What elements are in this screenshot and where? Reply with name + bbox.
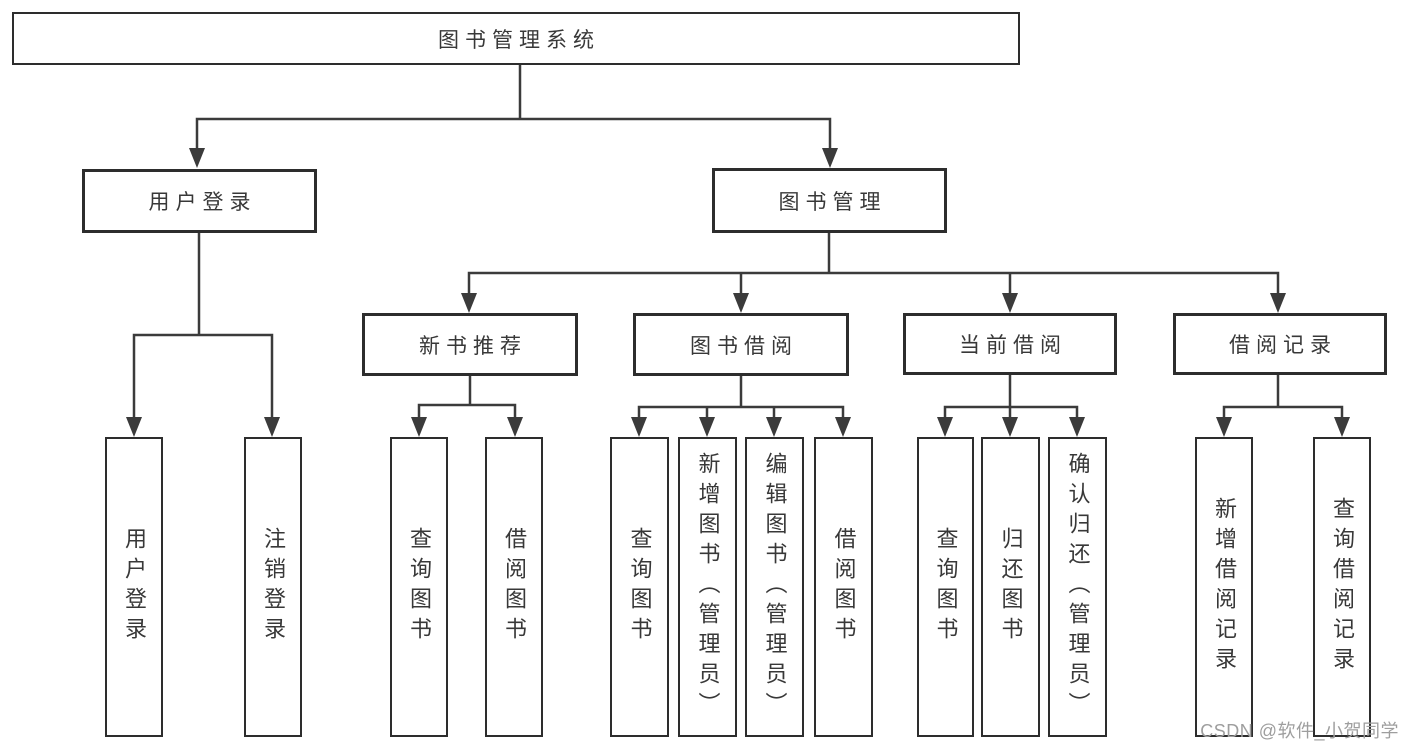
arrow-down-icon [631, 417, 647, 437]
node-library-system: 图书管理系统 [12, 12, 1020, 65]
arrow-down-icon [1002, 293, 1018, 313]
arrow-down-icon [766, 417, 782, 437]
leaf-add-books-admin-label: 新增图书（管理员） [695, 452, 721, 722]
node-library-system-label: 图书管理系统 [438, 28, 600, 52]
node-book-borrow: 图书借阅 [633, 313, 849, 376]
arrow-down-icon [1069, 417, 1085, 437]
leaf-query-books-recommend-label: 查询图书 [407, 527, 432, 647]
arrow-down-icon [264, 417, 280, 437]
arrow-down-icon [1002, 417, 1018, 437]
leaf-user-login: 用户登录 [105, 437, 163, 737]
node-book-management: 图书管理 [712, 168, 947, 233]
node-book-management-label: 图书管理 [778, 190, 887, 214]
connector-new-book-group [417, 372, 517, 421]
leaf-query-books-borrow-label: 查询图书 [627, 527, 653, 647]
node-user-login: 用户登录 [82, 169, 317, 233]
leaf-query-borrow-record-label: 查询借阅记录 [1330, 497, 1355, 677]
node-new-book-recommend: 新书推荐 [362, 313, 578, 376]
node-user-login-label: 用户登录 [148, 191, 257, 214]
leaf-edit-books-admin: 编辑图书（管理员） [745, 437, 804, 737]
node-book-borrow-label: 图书借阅 [690, 334, 798, 358]
leaf-logout-label: 注销登录 [261, 527, 286, 647]
leaf-confirm-return-admin-label: 确认归还（管理员） [1065, 452, 1091, 722]
node-current-borrow: 当前借阅 [903, 313, 1117, 375]
arrow-down-icon [835, 417, 851, 437]
arrow-down-icon [461, 293, 477, 313]
arrow-down-icon [1216, 417, 1232, 437]
arrow-down-icon [189, 148, 205, 168]
arrow-down-icon [507, 417, 523, 437]
arrow-down-icon [937, 417, 953, 437]
leaf-borrow-books-label: 借阅图书 [831, 527, 857, 647]
leaf-query-books-recommend: 查询图书 [390, 437, 448, 737]
node-new-book-recommend-label: 新书推荐 [419, 334, 527, 358]
leaf-borrow-books-recommend-label: 借阅图书 [502, 527, 527, 647]
arrow-down-icon [733, 293, 749, 313]
node-current-borrow-label: 当前借阅 [959, 334, 1067, 357]
leaf-confirm-return-admin: 确认归还（管理员） [1048, 437, 1107, 737]
leaf-add-borrow-record-label: 新增借阅记录 [1212, 497, 1237, 677]
connector-book-management-to-level3 [467, 229, 1280, 297]
connector-book-borrow-group [637, 372, 845, 421]
leaf-return-books: 归还图书 [981, 437, 1040, 737]
arrow-down-icon [1334, 417, 1350, 437]
leaf-edit-books-admin-label: 编辑图书（管理员） [762, 452, 788, 722]
leaf-return-books-label: 归还图书 [998, 527, 1024, 647]
arrow-down-icon [1270, 293, 1286, 313]
connector-current-borrow-group [943, 372, 1079, 421]
leaf-add-borrow-record: 新增借阅记录 [1195, 437, 1253, 737]
node-borrow-records: 借阅记录 [1173, 313, 1387, 375]
arrow-down-icon [699, 417, 715, 437]
arrow-down-icon [822, 148, 838, 168]
arrow-down-icon [126, 417, 142, 437]
arrow-down-icon [411, 417, 427, 437]
connector-root-to-level2 [195, 62, 832, 152]
leaf-query-books-borrow: 查询图书 [610, 437, 669, 737]
leaf-borrow-books: 借阅图书 [814, 437, 873, 737]
leaf-logout: 注销登录 [244, 437, 302, 737]
connector-user-login-group [132, 229, 274, 421]
watermark: CSDN @软件_小贺同学 [1200, 721, 1399, 741]
leaf-query-books-current: 查询图书 [917, 437, 974, 737]
leaf-borrow-books-recommend: 借阅图书 [485, 437, 543, 737]
leaf-query-borrow-record: 查询借阅记录 [1313, 437, 1371, 737]
arrowheads [126, 148, 1350, 437]
connector-borrow-record-group [1222, 372, 1344, 421]
leaf-add-books-admin: 新增图书（管理员） [678, 437, 737, 737]
leaf-user-login-label: 用户登录 [122, 527, 147, 647]
node-borrow-records-label: 借阅记录 [1229, 334, 1337, 357]
leaf-query-books-current-label: 查询图书 [933, 527, 959, 647]
